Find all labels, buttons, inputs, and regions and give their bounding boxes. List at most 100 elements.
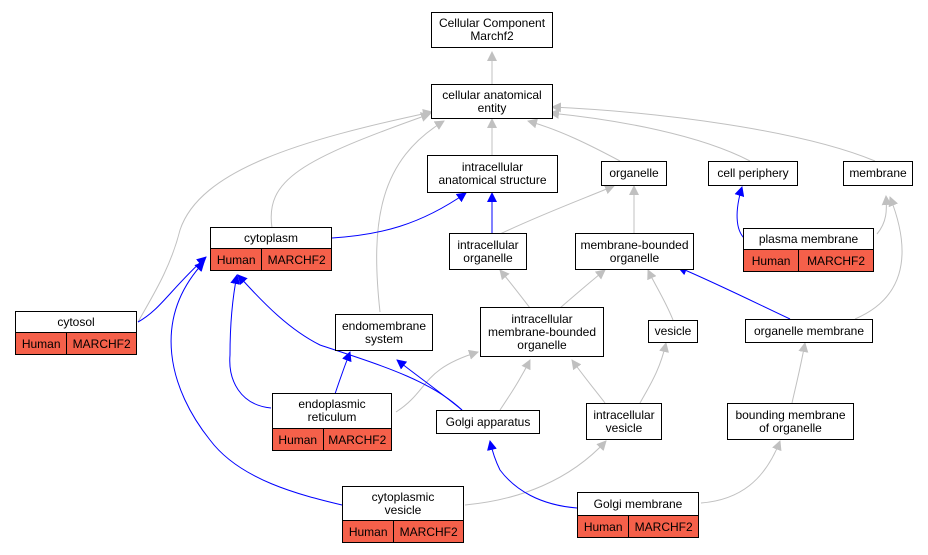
- node-label-line: intracellular: [457, 237, 519, 252]
- species-tag: Human: [216, 252, 256, 267]
- edge-golgi-to-endo: [396, 359, 463, 411]
- edge-golgi-to-imbo: [499, 359, 531, 411]
- edge-iv-to-vesicle: [639, 342, 669, 404]
- node-cytosol[interactable]: cytosol: [15, 311, 137, 333]
- gene-tag: MARCHF2: [393, 521, 463, 542]
- edge-plasma-to-periphery: [734, 186, 746, 240]
- node-label-line: bounding membrane: [735, 407, 846, 422]
- gene-tag: MARCHF2: [798, 250, 873, 271]
- node-label-line: Golgi membrane: [593, 496, 683, 511]
- node-label-line: intracellular: [461, 160, 524, 174]
- edge-er-to-cytoplasm: [229, 274, 272, 409]
- node-label-line: Golgi apparatus: [445, 414, 531, 429]
- edge-gm-to-golgi: [487, 440, 578, 509]
- node-label-line: membrane-bounded: [487, 324, 597, 339]
- species-tag: Human: [278, 432, 318, 447]
- node-label-line: plasma membrane: [758, 231, 859, 246]
- node-label-line: anatomical structure: [438, 173, 547, 187]
- node-label-line: reticulum: [307, 410, 357, 424]
- edge-gm-to-bmo: [700, 440, 782, 504]
- gene-tag: MARCHF2: [628, 516, 698, 537]
- species-tag: Human: [583, 519, 623, 534]
- edge-cv-to-iv: [464, 440, 607, 506]
- gene-tag: MARCHF2: [322, 429, 391, 450]
- edge-cytoplasm-to-ias: [331, 192, 467, 239]
- node-label-line: organelle: [609, 166, 659, 180]
- edge-golgi-to-cytoplasm: [237, 274, 463, 411]
- node-golgi-membrane[interactable]: Golgi membrane: [577, 492, 699, 516]
- node-label-line: endomembrane: [341, 318, 427, 333]
- edge-imbo-to-intraorg: [499, 269, 531, 309]
- edge-bmo-to-orgmem: [791, 342, 809, 404]
- edge-endo-to-cae: [376, 120, 445, 313]
- node-label-line: organelle: [517, 337, 567, 352]
- node-label-line: Cellular Component: [438, 16, 546, 30]
- node-membrane[interactable]: membrane: [843, 161, 913, 186]
- node-label-line: organelle: [463, 250, 513, 265]
- node-organelle-membrane[interactable]: organelle membrane: [745, 319, 873, 343]
- node-label-line: membrane-bounded: [580, 237, 689, 252]
- edge-iv-to-imbo: [571, 359, 606, 404]
- gene-tag: MARCHF2: [66, 333, 136, 354]
- species-tag: Human: [21, 336, 61, 351]
- edge-cytosol-to-cytoplasm: [137, 256, 207, 323]
- node-organelle[interactable]: organelle: [601, 161, 667, 186]
- edge-imbo-to-mbo: [559, 269, 606, 309]
- species-tag: Human: [348, 524, 388, 539]
- annotation-row: Human MARCHF2: [342, 521, 464, 543]
- annotation-row: Human MARCHF2: [743, 250, 874, 272]
- node-label-line: organelle: [609, 250, 660, 265]
- node-label-line: entity: [477, 100, 507, 115]
- node-golgi-apparatus[interactable]: Golgi apparatus: [436, 410, 540, 434]
- species-tag: Human: [751, 253, 791, 268]
- edge-plasma-to-membrane: [876, 195, 892, 235]
- node-label-line: vesicle: [605, 420, 643, 435]
- edge-cytosol-to-cae: [137, 108, 433, 323]
- node-cell-periphery[interactable]: cell periphery: [708, 161, 798, 186]
- node-label-line: cell periphery: [717, 166, 789, 180]
- edge-cv-to-cytoplasm: [170, 261, 343, 506]
- edge-vesicle-to-mbo: [647, 269, 674, 321]
- edge-orgmem-to-mbo: [677, 265, 791, 320]
- annotation-row: Human MARCHF2: [15, 333, 137, 355]
- edge-er-to-endo: [334, 351, 352, 395]
- annotation-row: Human MARCHF2: [577, 516, 699, 538]
- edge-periphery-to-cae: [549, 108, 751, 162]
- annotation-row: Human MARCHF2: [272, 429, 392, 451]
- node-label-line: cytoplasm: [243, 230, 299, 245]
- edge-organelle-to-cae: [527, 118, 621, 162]
- node-label-line: cellular anatomical: [442, 87, 542, 102]
- node-label-line: system: [364, 331, 403, 346]
- edge-er-to-imbo: [395, 349, 479, 413]
- node-label-line: Marchf2: [470, 29, 514, 43]
- node-plasma-membrane[interactable]: plasma membrane: [743, 228, 874, 250]
- node-label-line: of organelle: [759, 420, 822, 435]
- node-vesicle[interactable]: vesicle: [648, 320, 698, 343]
- node-label-line: vesicle: [654, 324, 692, 338]
- edge-orgmem-to-membrane: [854, 196, 903, 320]
- node-label-line: membrane: [849, 166, 907, 180]
- node-label-line: organelle membrane: [753, 323, 865, 338]
- node-label-line: intracellular: [511, 311, 573, 326]
- node-label-line: vesicle: [384, 502, 422, 517]
- edge-membrane-to-cae: [551, 102, 876, 162]
- node-cytoplasm[interactable]: cytoplasm: [210, 227, 332, 249]
- edge-intraorg-to-organelle: [499, 184, 615, 235]
- node-label-line: intracellular: [593, 407, 655, 422]
- node-label-line: cytoplasmic: [371, 489, 435, 504]
- edge-cytoplasm-to-cae: [270, 112, 431, 229]
